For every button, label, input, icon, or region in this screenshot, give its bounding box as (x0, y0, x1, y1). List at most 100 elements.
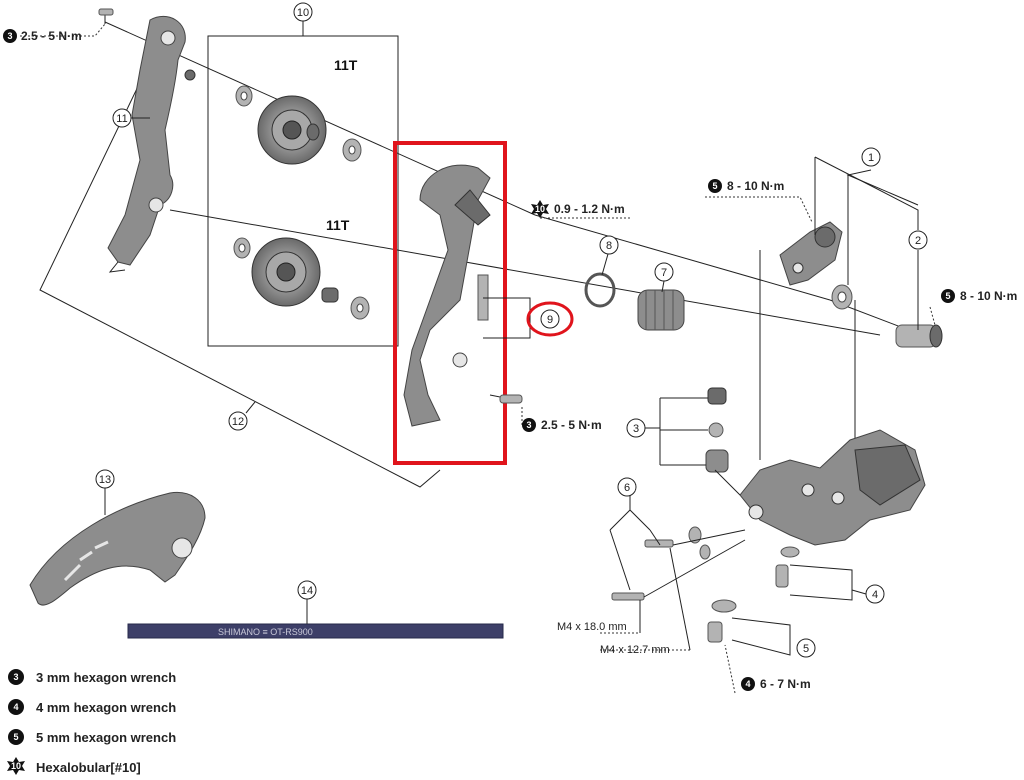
cage-bolt-icon (499, 394, 523, 404)
hex-wrench-icon (522, 418, 536, 432)
leader-line (643, 539, 746, 598)
hexalobular-icon (531, 200, 549, 218)
leader-line (245, 401, 256, 414)
derailleur-main-body (739, 429, 926, 546)
leader-line (649, 529, 661, 546)
leader-line (846, 169, 919, 206)
callout-12-bracket (39, 19, 441, 488)
hex-wrench-icon (708, 179, 722, 193)
svg-text:8: 8 (606, 240, 612, 252)
callout-12: 12 (228, 411, 248, 431)
highlight-callout-9 (526, 301, 574, 337)
svg-text:4: 4 (745, 679, 750, 689)
assembly-axis-line (534, 214, 831, 301)
leader-line (672, 529, 746, 546)
svg-text:10: 10 (297, 7, 309, 19)
fixing-bolt-icon (98, 8, 114, 16)
svg-text:3: 3 (13, 672, 18, 682)
limit-screws (611, 526, 711, 601)
svg-text:4: 4 (13, 702, 18, 712)
svg-text:8 - 10 N·m: 8 - 10 N·m (960, 289, 1017, 303)
svg-text:Hexalobular[#10]: Hexalobular[#10] (36, 760, 141, 775)
svg-text:3 mm hexagon wrench: 3 mm hexagon wrench (36, 670, 176, 685)
leader-line (609, 529, 631, 591)
stopper-ring (584, 272, 616, 308)
leader-line (661, 280, 665, 293)
hex-wrench-icon (3, 29, 17, 43)
svg-text:12: 12 (232, 416, 244, 428)
torque-mid-bolt: 3 2.5 - 5 N·m (522, 418, 602, 432)
svg-text:0.9 - 1.2 N·m: 0.9 - 1.2 N·m (554, 202, 625, 216)
hexalobular-icon (7, 757, 25, 775)
svg-text:3: 3 (633, 423, 639, 435)
callout-1-bracket (814, 156, 919, 230)
chain-guard-part (29, 491, 206, 606)
inner-cage-plate (403, 164, 491, 427)
callout-11: 11 (112, 108, 132, 128)
callout-5: 5 (796, 638, 816, 658)
legend-item-3mm: 3 3 mm hexagon wrench (8, 669, 176, 685)
svg-text:10: 10 (11, 761, 21, 771)
torque-bracket: 5 8 - 10 N·m (708, 179, 784, 193)
callout-14: 14 (297, 580, 317, 600)
svg-text:6: 6 (624, 482, 630, 494)
svg-text:4 mm hexagon wrench: 4 mm hexagon wrench (36, 700, 176, 715)
lower-pulley-set (233, 237, 370, 320)
callout-6-bracket (609, 509, 651, 531)
legend-item-5mm: 5 5 mm hexagon wrench (8, 729, 176, 745)
callout-13: 13 (95, 469, 115, 489)
cable-print: SHIMANO ≡ OT-RS900 (218, 627, 313, 637)
svg-text:14: 14 (301, 585, 313, 597)
callout-2: 2 (908, 230, 928, 250)
cable-fixing-bolt-lower (707, 599, 737, 643)
washer-hole (837, 291, 847, 303)
leader-line (714, 469, 741, 496)
legend: 3 3 mm hexagon wrench 4 4 mm hexagon wre… (7, 669, 176, 775)
svg-text:1: 1 (868, 152, 874, 164)
svg-text:2: 2 (915, 235, 921, 247)
svg-text:5 mm hexagon wrench: 5 mm hexagon wrench (36, 730, 176, 745)
highlight-box (393, 141, 507, 465)
svg-text:8 - 10 N·m: 8 - 10 N·m (727, 179, 784, 193)
callout-6: 6 (617, 477, 637, 497)
upper-pulley-set (235, 85, 362, 165)
svg-text:5: 5 (13, 732, 18, 742)
tension-spring (637, 289, 685, 331)
leader-line (601, 253, 609, 276)
torque-leader (929, 306, 936, 326)
svg-text:4: 4 (872, 589, 878, 601)
hex-wrench-icon (8, 729, 24, 745)
callout-7: 7 (654, 262, 674, 282)
svg-text:5: 5 (945, 291, 950, 301)
torque-right-bolt: 5 8 - 10 N·m (941, 289, 1017, 303)
svg-text:10: 10 (535, 204, 545, 214)
callout-4-bracket (789, 564, 853, 601)
adjust-parts (705, 387, 729, 473)
b-link-bracket (779, 221, 843, 286)
torque-leader (705, 196, 813, 223)
cable-fixing-bolt (775, 546, 800, 588)
hex-wrench-icon (8, 699, 24, 715)
svg-text:9: 9 (547, 314, 553, 326)
callout-8: 8 (599, 235, 619, 255)
torque-hexalobular: 10 0.9 - 1.2 N·m (531, 200, 625, 218)
assembly-axis-line (169, 209, 881, 336)
svg-text:11: 11 (116, 113, 127, 125)
callout-5-bracket (731, 617, 791, 656)
svg-text:7: 7 (661, 267, 667, 279)
svg-text:2.5 - 5 N·m: 2.5 - 5 N·m (541, 418, 602, 432)
svg-text:2.5 - 5 N·m: 2.5 - 5 N·m (21, 29, 82, 43)
outer-cage-plate (107, 15, 196, 273)
legend-item-4mm: 4 4 mm hexagon wrench (8, 699, 176, 715)
b-axle-bolt (895, 324, 943, 348)
torque-top-left: 3 2.5 - 5 N·m (3, 29, 82, 43)
callout-3: 3 (626, 418, 646, 438)
torque-leader (724, 644, 736, 694)
callout-1: 1 (861, 147, 881, 167)
svg-text:6 - 7 N·m: 6 - 7 N·m (760, 677, 811, 691)
callout-9-bracket (483, 297, 531, 339)
torque-bottom: 4 6 - 7 N·m (741, 677, 811, 691)
callout-9: 9 (540, 309, 560, 329)
svg-text:5: 5 (803, 643, 809, 655)
